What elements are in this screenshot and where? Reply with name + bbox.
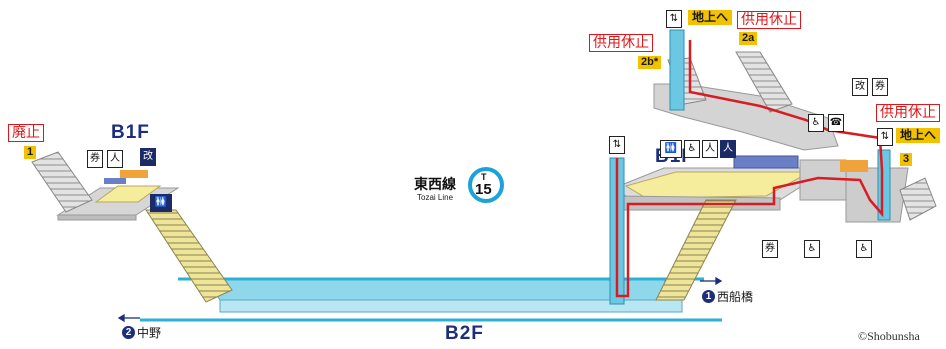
exit2b-status: 供用休止 — [589, 34, 653, 52]
elevator-icon: ⇅ — [666, 10, 682, 28]
direction-west-label: 中野 — [137, 326, 162, 340]
ticket-machine-icon-lower: 券 — [762, 240, 778, 258]
west-concourse — [31, 151, 180, 221]
toilet-icon-west: 🚻 — [150, 194, 172, 212]
to-ground-exit3: 地上へ — [896, 128, 941, 143]
wheelchair-icon-lower: ♿ — [804, 240, 820, 258]
exit3-status: 供用休止 — [876, 104, 940, 122]
wheelchair-icon-exit3: ♿ — [856, 240, 872, 258]
direction-west-number: 2 — [122, 326, 135, 339]
exit1-status: 廃止 — [8, 124, 44, 142]
station-office-icon: 人 — [107, 150, 123, 168]
elevator-icon-east: ⇅ — [609, 136, 625, 154]
direction-arrows — [117, 276, 723, 323]
direction-east-label: 西船橋 — [717, 290, 754, 304]
tozai-line-badge — [468, 167, 504, 203]
elevator-shaft-exit3 — [877, 149, 891, 221]
floor-label-b1f-west: B1F — [111, 122, 150, 143]
ticket-machine-icon-east: 券 — [872, 78, 888, 96]
wheelchair-toilet-icon: ♿ — [684, 140, 700, 158]
exit1-number: 1 — [24, 146, 37, 159]
wheelchair-icon-upper: ♿ — [808, 114, 824, 132]
west-stairs — [145, 209, 233, 303]
exit3-number: 3 — [900, 153, 913, 166]
exit2a-status: 供用休止 — [737, 11, 801, 29]
gate-icon-east: 改 — [852, 78, 868, 96]
toilet-icon-east: 🚻 — [660, 140, 682, 158]
copyright-credit: ©Shobunsha — [858, 329, 920, 343]
east-stairs — [655, 199, 737, 301]
direction-west: 2 中野 — [122, 324, 161, 341]
elevator-icon-exit3: ⇅ — [877, 128, 893, 146]
line-name-jp: 東西線 — [414, 177, 456, 193]
phone-icon: ☎ — [828, 114, 844, 132]
ticket-gate-icon: 改 — [140, 148, 156, 166]
to-ground-north: 地上へ — [688, 10, 733, 25]
line-symbol-letter: T — [481, 172, 487, 182]
line-name-en: Tozai Line — [417, 193, 454, 202]
locker-icon: 人 — [720, 140, 736, 158]
baby-room-icon: 人 — [702, 140, 718, 158]
exit2a-number: 2a — [739, 32, 758, 45]
barrier-free-route — [615, 40, 884, 298]
ticket-machine-icon: 券 — [87, 150, 103, 168]
elevator-shaft-north — [669, 29, 685, 111]
line-station-number: 15 — [475, 181, 492, 198]
floor-label-b2f: B2F — [445, 323, 484, 344]
direction-east: 1 西船橋 — [702, 288, 753, 305]
east-concourse — [611, 155, 937, 223]
exit2b-number: 2b* — [638, 56, 662, 69]
direction-east-number: 1 — [702, 290, 715, 303]
